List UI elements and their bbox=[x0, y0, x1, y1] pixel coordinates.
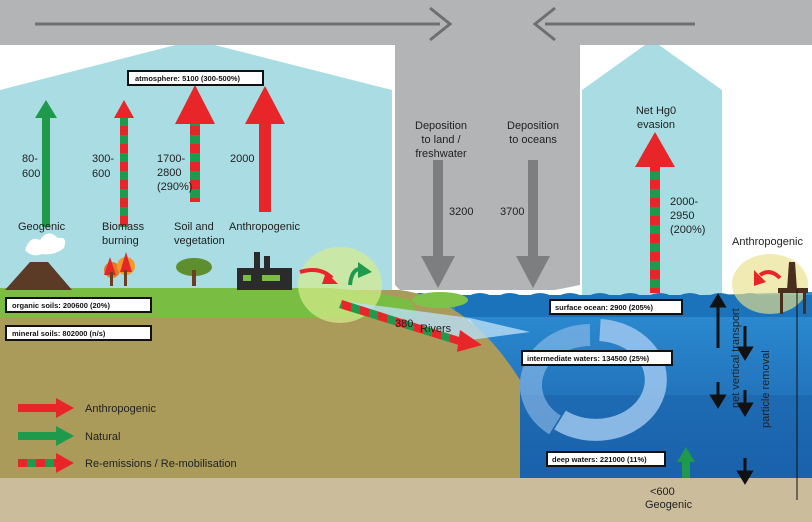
deposition-ocean-label: Deposition to oceans bbox=[507, 120, 559, 146]
land-reemission-green-head bbox=[358, 262, 372, 278]
atmosphere-label: atmosphere: 5100 (300-500%) bbox=[135, 74, 241, 83]
atmospheric-transport-band bbox=[0, 0, 812, 290]
intermediate-label: intermediate waters: 134500 (25%) bbox=[527, 354, 650, 363]
organic-soils-label: organic soils: 200600 (20%) bbox=[12, 301, 110, 310]
rivers-label: Rivers bbox=[420, 323, 452, 335]
ocean-geogenic-arrow bbox=[677, 447, 695, 478]
biomass-arrow bbox=[114, 100, 134, 227]
legend-reemissions: Re-emissions / Re-mobilisation bbox=[85, 458, 237, 470]
legend-red-arrow bbox=[18, 398, 74, 418]
evasion-value-line: 2000- bbox=[670, 196, 698, 208]
evasion-arrow bbox=[635, 132, 675, 293]
deep-waters-box bbox=[546, 451, 666, 467]
anthropogenic-value-line: 2000 bbox=[230, 153, 254, 165]
anthropogenic-label-line: Anthropogenic bbox=[229, 221, 300, 233]
evasion-label-line: evasion bbox=[637, 119, 675, 131]
biomass-value: 300- 600 bbox=[92, 153, 114, 180]
oil-rig-icon bbox=[778, 262, 808, 314]
mineral-soils-label: mineral soils: 802000 (n/s) bbox=[12, 329, 106, 338]
soil-arrow bbox=[175, 85, 215, 202]
atmosphere-box bbox=[127, 70, 264, 86]
soil-value-line: 1700- bbox=[157, 153, 185, 165]
deposition-land-label-line: to land / bbox=[421, 134, 461, 146]
geogenic-value-line: 80- bbox=[22, 153, 38, 165]
ocean-anthropogenic-label: Anthropogenic bbox=[732, 236, 803, 248]
surface-ocean-box bbox=[549, 299, 683, 315]
soil-value-line: (290%) bbox=[157, 181, 192, 193]
soil-value-line: 2800 bbox=[157, 167, 181, 179]
ocean-anthro-red-arrow bbox=[758, 270, 782, 280]
evasion-value-line: 2950 bbox=[670, 210, 694, 222]
legend-green-arrow bbox=[18, 426, 74, 446]
atmosphere-right bbox=[722, 90, 812, 300]
net-vertical-label: net vertical transport bbox=[730, 308, 742, 408]
rivers-flow bbox=[342, 301, 530, 340]
soil-value: 1700- 2800 (290%) bbox=[157, 153, 192, 193]
deposition-ocean-value: 3700 bbox=[500, 206, 524, 218]
surface-ocean-label: surface ocean: 2900 (205%) bbox=[555, 303, 653, 312]
rivers-arrowhead bbox=[457, 330, 482, 352]
soil-label-line: Soil and bbox=[174, 221, 214, 233]
deposition-ocean-label-line: Deposition bbox=[507, 120, 559, 132]
deposition-land-value-line: 3200 bbox=[449, 206, 473, 218]
deposition-land-label-line: freshwater bbox=[415, 148, 467, 160]
deposition-ocean-label-line: to oceans bbox=[509, 134, 557, 146]
geogenic-arrow bbox=[35, 100, 57, 227]
factory-icon bbox=[237, 252, 292, 290]
forest-fire-icon bbox=[104, 252, 135, 286]
evasion-label-line: Net Hg0 bbox=[636, 105, 676, 117]
circulation-ring-tail bbox=[520, 324, 591, 435]
volcano-icon bbox=[5, 233, 72, 290]
anthropogenic-label: Anthropogenic bbox=[229, 221, 300, 233]
biomass-label-line: Biomass bbox=[102, 221, 145, 233]
tree-icon bbox=[176, 258, 212, 286]
ocean-geogenic-label: Geogenic bbox=[645, 499, 693, 511]
biomass-value-line: 300- bbox=[92, 153, 114, 165]
mineral-soils-box bbox=[5, 325, 152, 341]
circulation-ring bbox=[554, 319, 667, 441]
deposition-land-label: Deposition to land / freshwater bbox=[415, 120, 467, 160]
arrowhead-right bbox=[429, 6, 453, 42]
deposition-land-label-line: Deposition bbox=[415, 120, 467, 132]
ocean-geogenic-value: <600 bbox=[650, 486, 675, 498]
geogenic-label-line: Geogenic bbox=[18, 221, 66, 233]
legend-mixed-arrow bbox=[18, 453, 74, 473]
deposition-ocean-arrow bbox=[516, 160, 550, 288]
anthropogenic-value: 2000 bbox=[230, 153, 254, 165]
intermediate-box bbox=[521, 350, 673, 366]
anthropogenic-arrow bbox=[245, 86, 285, 212]
organic-soils-box bbox=[5, 297, 152, 313]
rivers-arrow bbox=[339, 300, 465, 346]
lake bbox=[412, 292, 468, 308]
particle-removal-label: particle removal bbox=[760, 350, 772, 428]
bedrock bbox=[0, 478, 812, 522]
deep-waters-label: deep waters: 221000 (11%) bbox=[552, 455, 647, 464]
evasion-value-line: (200%) bbox=[670, 224, 705, 236]
geogenic-value: 80-600 bbox=[22, 153, 40, 180]
vertical-transport-arrows bbox=[709, 293, 754, 485]
soil-label-line: vegetation bbox=[174, 235, 225, 247]
deposition-ocean-value-line: 3700 bbox=[500, 206, 524, 218]
biomass-value-line: 600 bbox=[92, 168, 110, 180]
geogenic-label: Geogenic bbox=[18, 221, 66, 233]
evasion-label: Net Hg0 evasion bbox=[636, 105, 676, 131]
soil-label: Soil and vegetation bbox=[174, 221, 225, 247]
deposition-land-value: 3200 bbox=[449, 206, 473, 218]
geogenic-value-line: 600 bbox=[22, 168, 40, 180]
rivers-value: 380 bbox=[395, 318, 413, 330]
evasion-value: 2000- 2950 (200%) bbox=[670, 196, 705, 236]
ocean-anthro-red-head bbox=[754, 270, 766, 286]
arrowhead-left bbox=[532, 6, 556, 42]
legend-anthropogenic: Anthropogenic bbox=[85, 403, 156, 415]
legend-natural: Natural bbox=[85, 431, 120, 443]
deposition-land-arrow bbox=[421, 160, 455, 288]
land-reemission-red-head bbox=[322, 272, 338, 284]
biomass-label: Biomass burning bbox=[102, 221, 145, 247]
biomass-label-line: burning bbox=[102, 235, 139, 247]
ocean-waves bbox=[405, 293, 812, 300]
